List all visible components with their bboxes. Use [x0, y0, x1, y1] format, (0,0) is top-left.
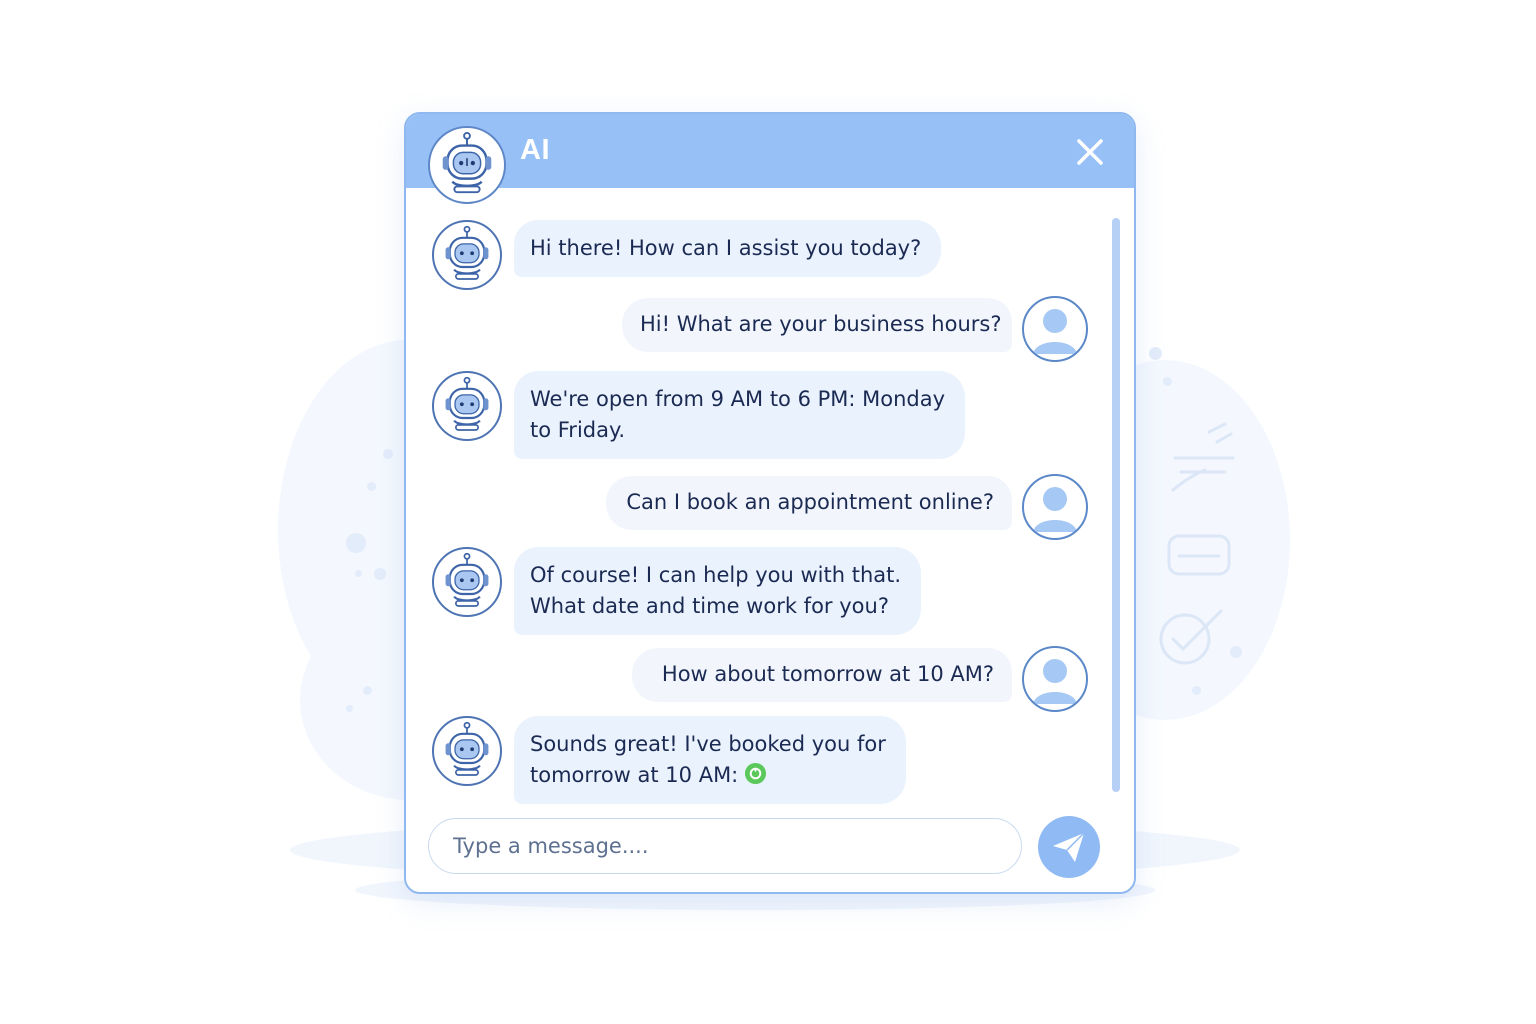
robot-icon	[445, 552, 489, 607]
decor-dot	[383, 449, 393, 459]
bot-avatar	[432, 547, 502, 617]
bot-avatar	[432, 371, 502, 441]
robot-icon	[445, 376, 489, 431]
decor-dot	[374, 568, 386, 580]
message-line-with-icon: tomorrow at 10 AM:	[530, 760, 886, 791]
user-icon	[1033, 659, 1077, 704]
message-text: Of course! I can help you with that.	[530, 563, 902, 587]
close-button[interactable]	[1072, 134, 1108, 170]
user-avatar	[1022, 646, 1088, 712]
user-avatar	[1022, 474, 1088, 540]
chat-title: AI	[520, 134, 550, 166]
decor-dot	[346, 533, 366, 553]
decor-dot	[1149, 347, 1162, 360]
decor-dot	[1163, 377, 1172, 386]
scrollbar-track[interactable]	[1112, 218, 1120, 792]
scrollbar-thumb[interactable]	[1112, 218, 1120, 792]
user-message-bubble: How about tomorrow at 10 AM?	[632, 648, 1012, 702]
user-icon	[1033, 487, 1077, 532]
check-circle-icon	[745, 762, 767, 785]
user-message-bubble: Can I book an appointment online?	[606, 476, 1012, 530]
message-text: What date and time work for you?	[530, 594, 889, 618]
message-list[interactable]: Hi there! How can I assist you today? Hi…	[406, 188, 1134, 812]
message-text: We're open from 9 AM to 6 PM: Monday	[530, 387, 946, 411]
decor-dot	[346, 705, 353, 712]
message-text: Hi there! How can I assist you today?	[530, 236, 922, 260]
header-avatar	[428, 126, 506, 204]
decor-card-icon	[1167, 534, 1231, 576]
message-input[interactable]	[428, 818, 1022, 874]
bot-message-bubble: Sounds great! I've booked you for tomorr…	[514, 716, 906, 804]
decor-dot	[363, 686, 372, 695]
bot-message-bubble: Of course! I can help you with that. Wha…	[514, 547, 922, 635]
bot-avatar	[432, 716, 502, 786]
chat-header: AI	[406, 114, 1134, 188]
send-button[interactable]	[1038, 816, 1100, 878]
message-text: Hi! What are your business hours?	[640, 312, 1002, 336]
bot-message-bubble: We're open from 9 AM to 6 PM: Monday to …	[514, 371, 966, 459]
send-icon	[1053, 832, 1085, 862]
message-text: Can I book an appointment online?	[626, 490, 994, 514]
message-text: to Friday.	[530, 418, 626, 442]
decor-dot	[1192, 686, 1201, 695]
close-icon	[1077, 139, 1103, 165]
decor-dot	[367, 482, 376, 491]
message-text: How about tomorrow at 10 AM?	[661, 662, 994, 686]
message-text: tomorrow at 10 AM:	[530, 763, 739, 787]
decor-dot	[1230, 646, 1242, 658]
user-icon	[1033, 309, 1077, 354]
bot-avatar	[432, 220, 502, 290]
user-avatar	[1022, 296, 1088, 362]
decor-dot	[355, 570, 362, 577]
chat-window: AI	[404, 112, 1136, 894]
bot-message-bubble: Hi there! How can I assist you today?	[514, 220, 942, 277]
robot-icon	[445, 721, 489, 776]
robot-icon	[445, 225, 489, 280]
user-message-bubble: Hi! What are your business hours?	[622, 298, 1012, 352]
decor-check-icon	[1159, 609, 1223, 665]
decor-lines-icon	[1171, 422, 1235, 492]
message-text: Sounds great! I've booked you for	[530, 732, 886, 756]
robot-icon	[442, 131, 492, 194]
